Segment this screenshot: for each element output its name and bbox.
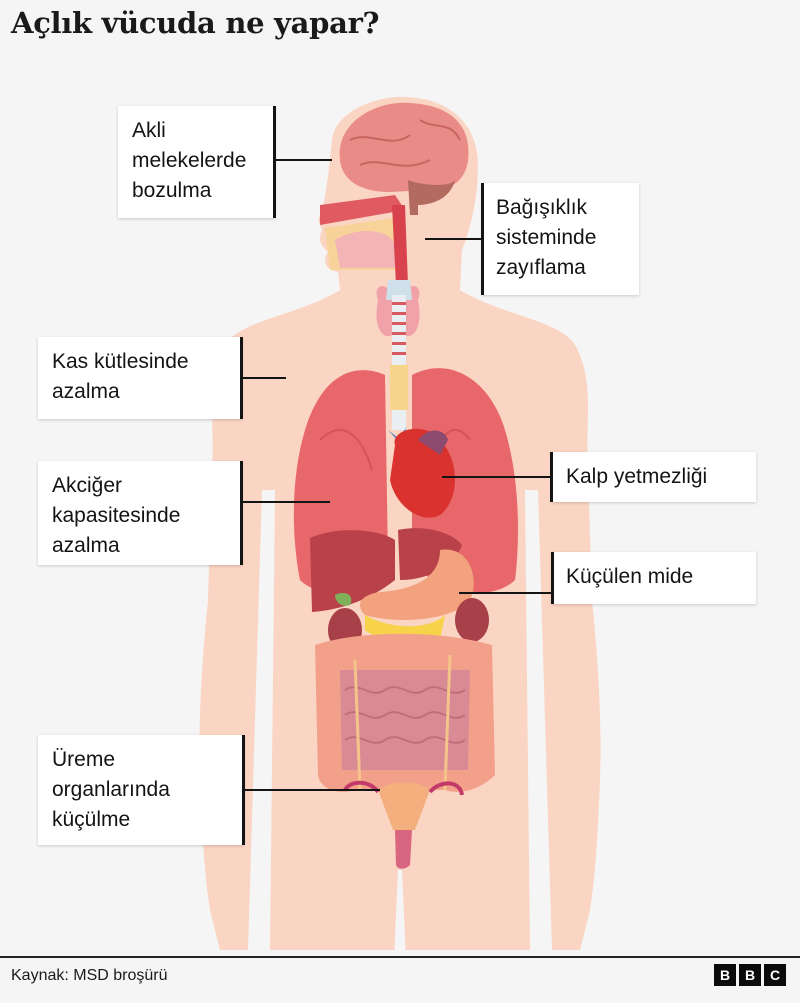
callout-reproductive-bracket [242,735,245,845]
callout-immune-label: Bağışıklık sisteminde zayıflama [496,196,597,279]
bbc-logo: B B C [714,964,786,986]
page-title: Açlık vücuda ne yapar? [11,6,380,40]
arm-gap-right [525,490,552,950]
body-silhouette [199,96,601,950]
mouth-throat [320,195,408,285]
callout-lung-label: Akciğer kapasitesinde azalma [52,474,181,557]
callout-reproductive-leader [244,789,380,791]
callout-cognitive-label: Akli melekelerde bozulma [132,119,247,202]
callout-cognitive-leader [275,159,332,161]
callout-lung-leader [242,501,330,503]
callout-immune-leader [425,238,483,240]
callout-heart-label: Kalp yetmezliği [566,465,708,488]
footer-divider [0,956,800,958]
leg-gap [394,870,406,960]
intestines [315,633,495,792]
bbc-logo-letter: C [764,964,786,986]
callout-muscle-leader [242,377,286,379]
callout-muscle-label: Kas kütlesinde azalma [52,350,189,403]
callout-cognitive-bracket [273,106,276,218]
callout-heart-leader [442,476,551,478]
brain [339,102,469,215]
callout-reproductive-label: Üreme organlarında küçülme [52,748,170,831]
callout-stomach-leader [459,592,552,594]
callout-heart-bracket [550,452,553,502]
callout-muscle-bracket [240,337,243,419]
liver [310,528,462,612]
bbc-logo-letter: B [739,964,761,986]
heart [388,428,455,518]
body-illustration [199,96,601,960]
trachea [390,295,408,430]
callout-lung-bracket [240,461,243,565]
callout-stomach-label: Küçülen mide [566,565,694,588]
source-credit: Kaynak: MSD broşürü [11,967,168,984]
bbc-logo-letter: B [714,964,736,986]
thyroid [376,280,420,337]
arm-gap-left [248,490,275,950]
callout-stomach-bracket [551,552,554,604]
